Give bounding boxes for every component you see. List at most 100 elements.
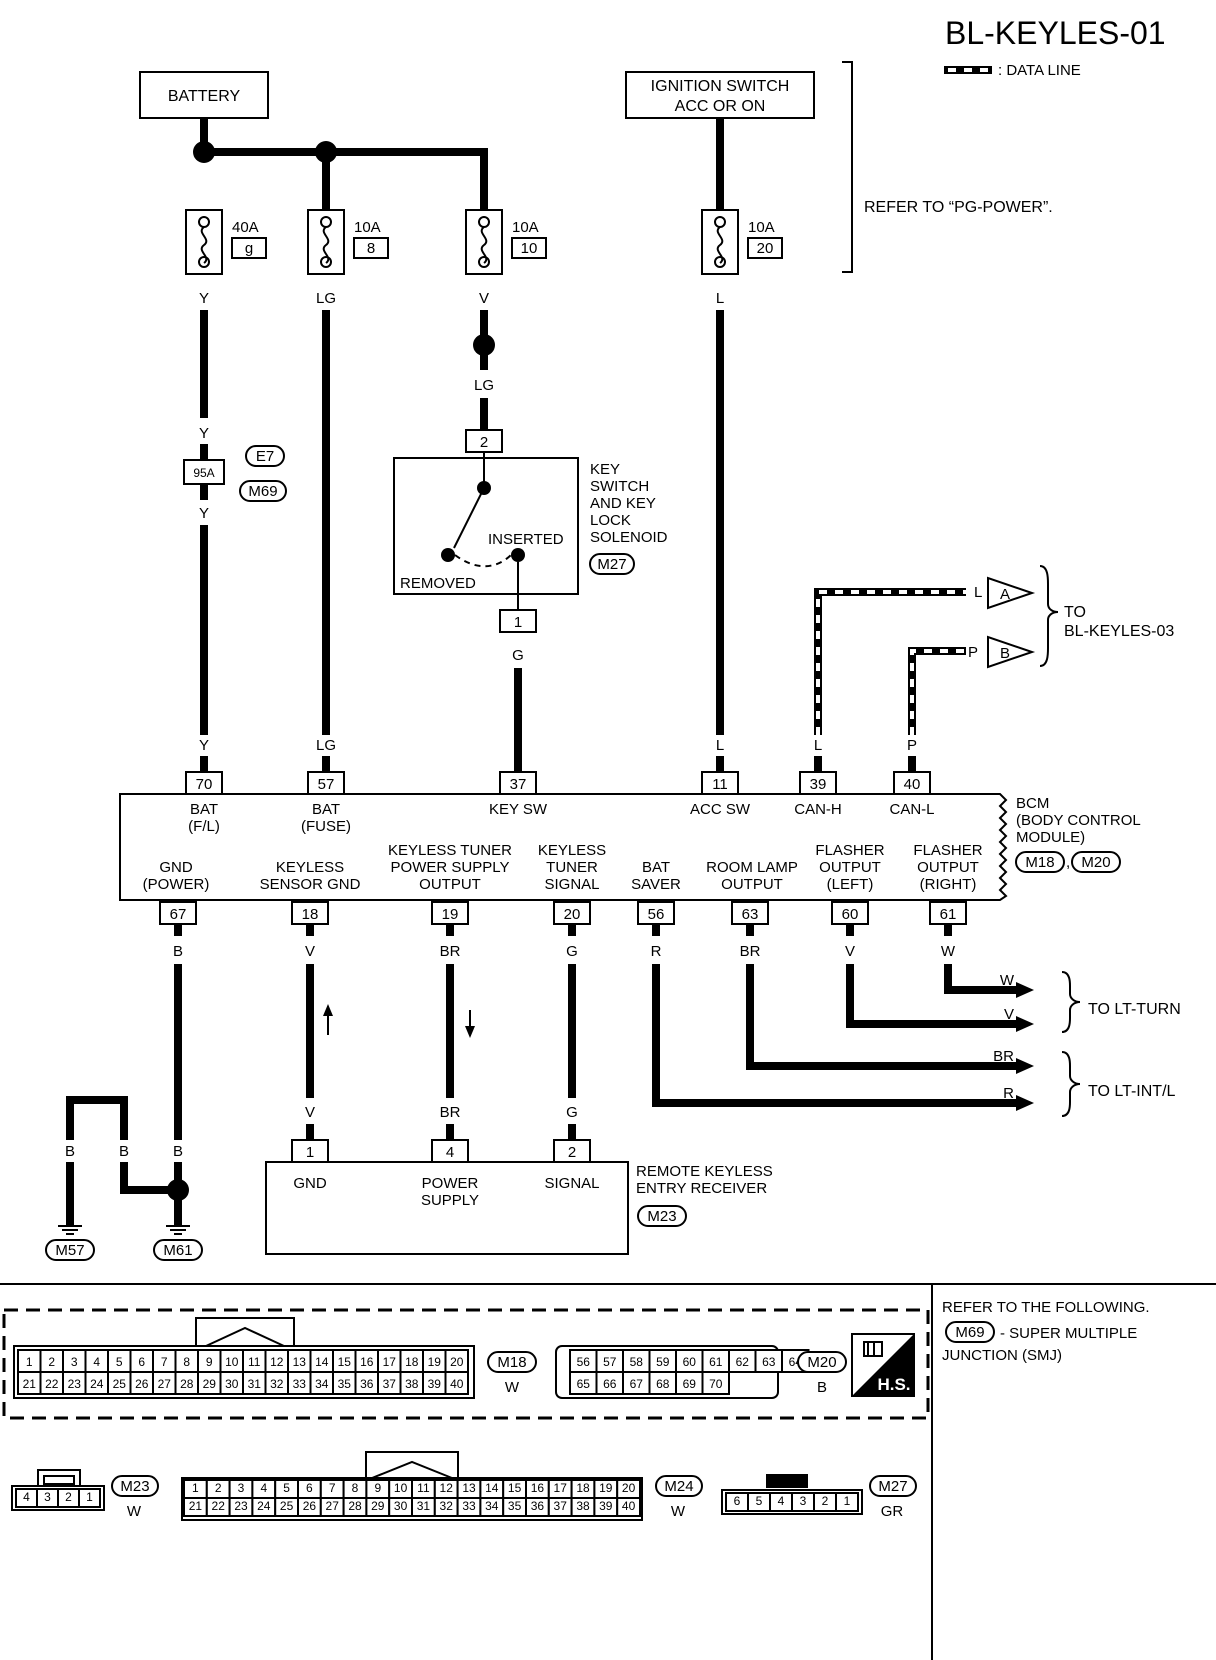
receiver-body [265,1161,629,1255]
cavity-number: 65 [577,1377,591,1391]
conn-m69 [239,480,287,502]
wire-color: B [173,943,183,960]
hs-label: H.S. [877,1375,910,1394]
splice-dot [473,334,495,356]
connector-latch-mark [43,1475,75,1485]
wire-color: Y [199,737,209,754]
pin-label: (POWER) [143,876,210,893]
pin-label: CAN-L [889,801,934,818]
wire-label-bg [60,1140,82,1162]
pin-number: 39 [810,776,827,793]
cavity-number: 28 [180,1377,194,1391]
cavity-number: 19 [599,1481,613,1495]
cavity-number: 36 [360,1377,374,1391]
pin-label: KEY SW [489,801,548,818]
inserted-contact [511,548,525,562]
pin-number: 1 [306,1144,314,1161]
wire-color: W [1000,972,1015,989]
splice-dot [315,141,337,163]
cavity-number: 37 [383,1377,397,1391]
bcm-name: MODULE) [1016,829,1085,846]
wire-color: W [941,943,956,960]
can-b-label: B [1000,645,1010,662]
can-h-line [814,588,966,735]
pin-label: ROOM LAMP [706,859,798,876]
refer-note: JUNCTION (SMJ) [942,1347,1062,1364]
conn-m27-id [869,1475,917,1497]
cavity-number: 35 [338,1377,352,1391]
diagram-title: BL-KEYLES-01 [945,15,1166,51]
pin-number: 1 [514,614,522,631]
conn-m23-label: M23 [647,1208,676,1225]
ground-m61 [153,1239,203,1261]
pin-label: KEYLESS TUNER [388,842,512,859]
conn-m23-color: W [127,1503,142,1520]
can-b-arrow [987,635,1036,669]
cavity-number: 5 [756,1494,763,1508]
bcm-bottom-labels: GND (POWER) KEYLESS SENSOR GND KEYLESS T… [143,842,983,893]
joint-connector [183,459,225,485]
fuse-number: 20 [757,240,774,257]
connector-cavity [444,1371,469,1395]
fuse-amp: 10A [354,219,381,236]
wire-color: R [1003,1085,1014,1102]
wire-color: P [907,737,917,754]
can-a-arrow [987,576,1036,610]
cavity-number: 68 [656,1377,670,1391]
fuse-amp: 10A [512,219,539,236]
pin-number: 70 [196,776,213,793]
pin-label: SENSOR GND [260,876,361,893]
cavity-number: 8 [183,1355,190,1369]
connector-cavity [835,1492,859,1512]
pin-number: 2 [568,1144,576,1161]
pin-label: KEYLESS [276,859,344,876]
wire-color: Y [199,425,209,442]
cavity-number: 38 [405,1377,419,1391]
cavity-number: 35 [508,1499,522,1513]
battery-label: BATTERY [168,88,241,105]
can-l-line-dash [910,649,966,735]
cavity-number: 33 [462,1499,476,1513]
fuse-10a-10: 10A 10 [465,209,547,275]
receiver-name: REMOTE KEYLESS [636,1163,773,1180]
ground-m57 [45,1239,95,1261]
conn-m18-id-label: M18 [497,1354,526,1371]
wire-color: Y [199,290,209,307]
pin-number: 18 [302,906,319,923]
pin-number: 63 [742,906,759,923]
cavity-number: 40 [450,1377,464,1391]
pin-label: OUTPUT [419,876,481,893]
cavity-number: 1 [192,1481,199,1495]
conn-m69-note [945,1321,995,1343]
pin-label: SAVER [631,876,681,893]
removed-label: REMOVED [400,575,476,592]
cavity-number: 27 [158,1377,172,1391]
wire-label-bg [168,1140,190,1162]
to-lt-turn-brace [1061,971,1081,1033]
cavity-number: 6 [138,1355,145,1369]
to-bl-brace [1039,565,1059,667]
pin-number: 4 [446,1144,454,1161]
cavity-number: 39 [599,1499,613,1513]
cavity-number: 36 [531,1499,545,1513]
arrow-up-icon [323,1004,333,1016]
cavity-number: 16 [531,1481,545,1495]
fuse-amp: 40A [232,219,259,236]
wire-color: G [566,943,578,960]
conn-m23 [637,1205,687,1227]
cavity-number: 2 [215,1481,222,1495]
cavity-number: 32 [270,1377,284,1391]
ignition-label-1: IGNITION SWITCH [651,78,790,95]
receiver-pin-label: SUPPLY [421,1192,479,1209]
fuse-number: 8 [367,240,375,257]
pin-label: (FUSE) [301,818,351,835]
conn-m18-color: W [505,1379,520,1396]
to-lt-int: TO LT-INT/L [1088,1083,1176,1100]
cavity-number: 69 [683,1377,697,1391]
cavity-number: 5 [283,1481,290,1495]
cavity-number: 1 [844,1494,851,1508]
conn-m69-note-label: M69 [955,1324,984,1341]
refer-note: - SUPER MULTIPLE [1000,1325,1137,1342]
pin-number: 37 [510,776,527,793]
